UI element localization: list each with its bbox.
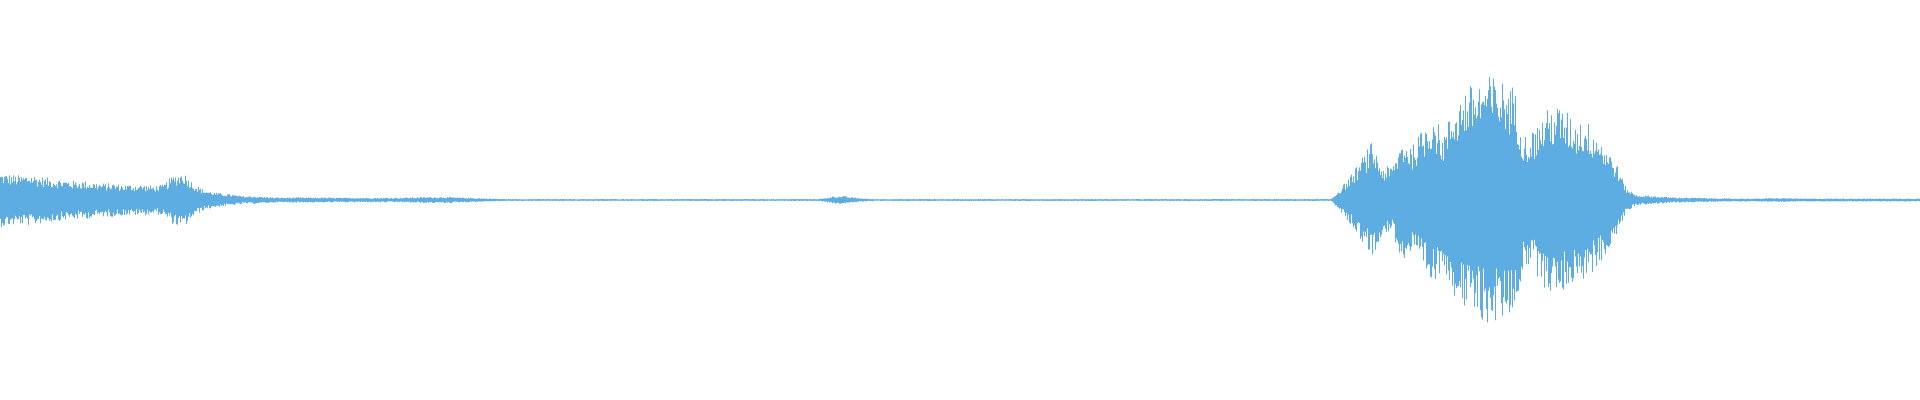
waveform-bars [0,76,1920,323]
